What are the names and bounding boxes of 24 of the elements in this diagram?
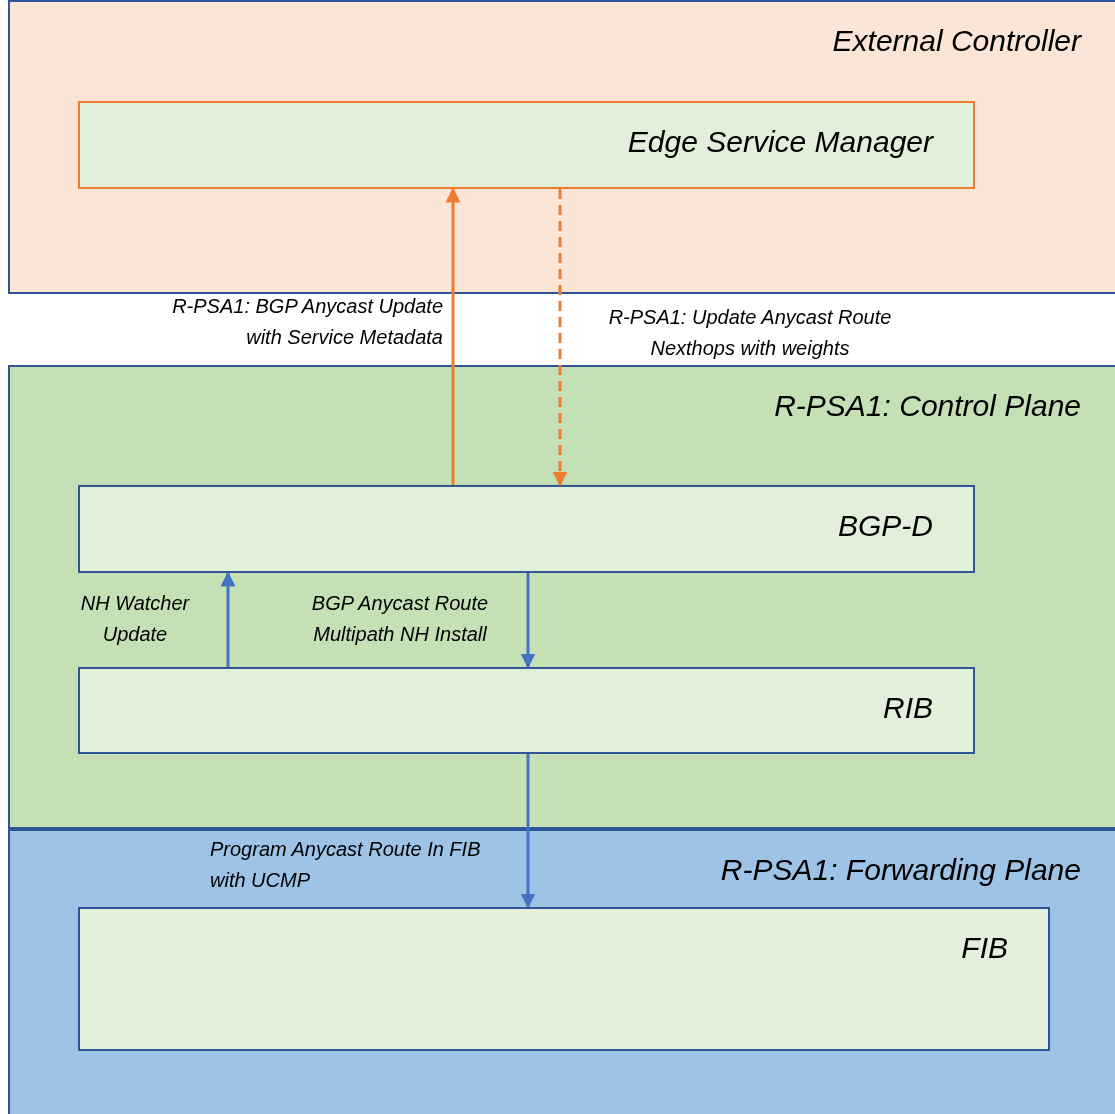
process-box	[78, 485, 975, 573]
arrow	[552, 189, 568, 487]
layer-panel	[8, 829, 1115, 1114]
layer-title: R-PSA1: Forwarding Plane	[720, 853, 1081, 887]
layer-title: R-PSA1: Control Plane	[774, 389, 1081, 423]
edge-label: Program Anycast Route In FIB with UCMP	[210, 837, 482, 893]
layer-panel	[8, 365, 1115, 829]
box-label: RIB	[883, 691, 933, 725]
box-label: FIB	[961, 931, 1008, 965]
edge-label: NH Watcher Update	[79, 591, 191, 647]
box-label: BGP-D	[838, 509, 933, 543]
arrow	[520, 754, 536, 909]
edge-label: BGP Anycast Route Multipath NH Install	[310, 591, 490, 647]
layer-panel	[8, 0, 1115, 294]
process-box	[78, 101, 975, 189]
box-label: Edge Service Manager	[627, 125, 933, 159]
layer-title: External Controller	[832, 24, 1081, 58]
arrow	[520, 573, 536, 669]
edge-label: R-PSA1: Update Anycast Route Nexthops with weights	[607, 305, 893, 361]
process-box	[78, 667, 975, 754]
edge-label: R-PSA1: BGP Anycast Update with Service Metadata	[171, 294, 443, 350]
arrow	[220, 571, 236, 667]
process-box	[78, 907, 1050, 1051]
arrow	[445, 187, 461, 485]
